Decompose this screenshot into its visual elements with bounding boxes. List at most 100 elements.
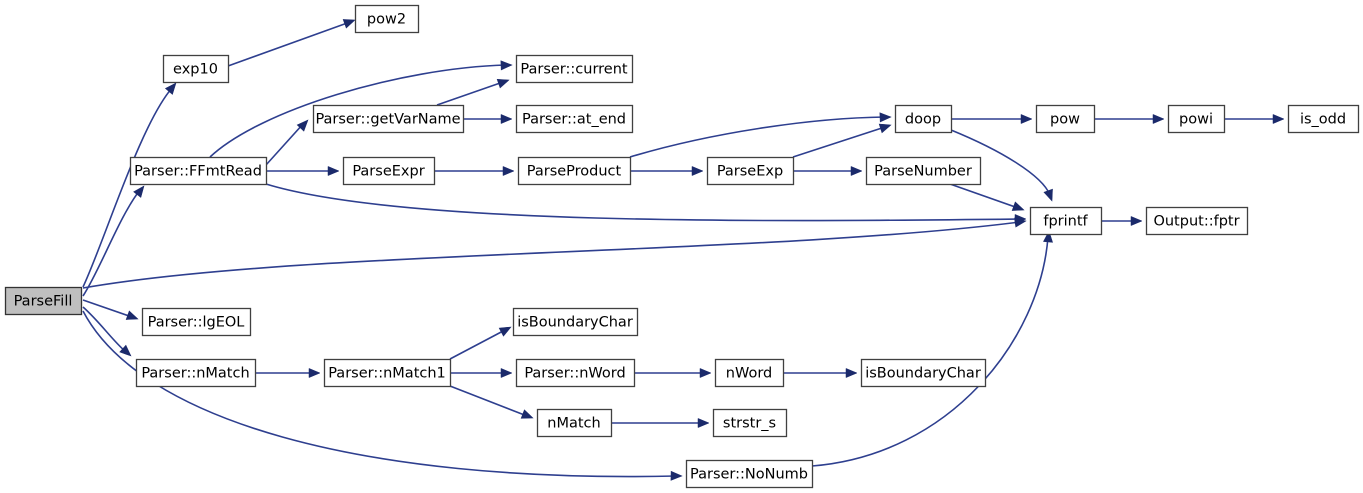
graph-node-FFmtRead[interactable]: Parser::FFmtRead [129, 156, 268, 186]
node-box[interactable] [323, 358, 452, 388]
graph-node-pow[interactable]: pow [1035, 104, 1096, 134]
graph-node-exp10[interactable]: exp10 [162, 54, 230, 84]
graph-node-ParseFill[interactable]: ParseFill [4, 286, 83, 316]
call-edge-FFmtRead-to-fprintf [265, 183, 1027, 224]
graph-node-nMatchP[interactable]: Parser::nMatch [135, 358, 257, 388]
arrowhead-icon [670, 470, 683, 481]
call-edge-powi-to-is_odd [1224, 114, 1285, 124]
node-label: Parser::NoNumb [690, 467, 808, 483]
node-label: strstr_s [723, 416, 776, 432]
call-edge-ParseFill-to-NoNumb [82, 310, 683, 481]
graph-node-nWord[interactable]: nWord [714, 358, 785, 388]
node-box[interactable] [4, 286, 83, 316]
node-box[interactable] [515, 358, 636, 388]
node-label: fprintf [1043, 214, 1088, 230]
node-box[interactable] [354, 4, 420, 34]
graph-node-is_odd[interactable]: is_odd [1287, 104, 1360, 134]
graph-node-fprintf[interactable]: fprintf [1029, 206, 1103, 236]
call-edge-ParseProduct-to-doop [629, 112, 892, 158]
node-box[interactable] [515, 104, 634, 134]
graph-node-isBoundaryChar1[interactable]: isBoundaryChar [512, 307, 639, 337]
arrowhead-icon [1011, 201, 1025, 211]
graph-node-ParseNumber[interactable]: ParseNumber [865, 156, 982, 186]
node-label: Parser::FFmtRead [134, 164, 262, 180]
node-box[interactable] [1287, 104, 1360, 134]
node-label: doop [905, 112, 941, 128]
arrowhead-icon [1043, 230, 1053, 243]
graph-node-nMatch1[interactable]: Parser::nMatch1 [323, 358, 452, 388]
call-edge-nMatch1-to-nMatch [449, 385, 534, 419]
node-box[interactable] [515, 54, 634, 84]
call-edge-ParseExpr-to-ParseProduct [434, 166, 515, 176]
node-label: Parser::nMatch [141, 366, 249, 382]
graph-node-powi[interactable]: powi [1167, 104, 1226, 134]
arrowhead-icon [691, 166, 704, 176]
call-edge-nWordP-to-nWord [634, 368, 712, 378]
arrowhead-icon [1014, 214, 1027, 224]
node-box[interactable] [865, 156, 982, 186]
call-edge-pow-to-powi [1094, 114, 1165, 124]
node-label: ParseNumber [874, 164, 972, 180]
call-edge-doop-to-fprintf [950, 129, 1053, 202]
node-box[interactable] [512, 307, 639, 337]
arrowhead-icon [879, 112, 892, 123]
call-edge-ParseNumber-to-fprintf [949, 183, 1025, 211]
call-edge-getVarName-to-current [436, 78, 510, 106]
node-box[interactable] [712, 408, 788, 438]
node-label: isBoundaryChar [865, 366, 981, 382]
graph-node-ParseExp[interactable]: ParseExp [706, 156, 795, 186]
node-box[interactable] [162, 54, 230, 84]
node-box[interactable] [1167, 104, 1226, 134]
graph-node-nMatch[interactable]: nMatch [536, 408, 613, 438]
graph-node-NoNumb[interactable]: Parser::NoNumb [685, 459, 814, 489]
arrowhead-icon [502, 166, 515, 176]
node-box[interactable] [1145, 206, 1249, 236]
graph-node-pow2[interactable]: pow2 [354, 4, 420, 34]
graph-node-at_end[interactable]: Parser::at_end [515, 104, 634, 134]
graph-node-ParseExpr[interactable]: ParseExpr [342, 156, 436, 186]
arrowhead-icon [1020, 114, 1033, 124]
node-box[interactable] [129, 156, 268, 186]
node-label: isBoundaryChar [517, 315, 633, 331]
node-box[interactable] [685, 459, 814, 489]
graph-node-OutputFptr[interactable]: Output::fptr [1145, 206, 1249, 236]
call-edge-ParseFill-to-nMatchP [82, 306, 132, 357]
node-label: exp10 [173, 62, 218, 78]
graph-node-isBoundaryChar2[interactable]: isBoundaryChar [860, 358, 987, 388]
arrowhead-icon [1043, 188, 1053, 202]
arrowhead-icon [1130, 216, 1143, 226]
node-box[interactable] [135, 358, 257, 388]
arrowhead-icon [125, 310, 139, 320]
graph-node-doop[interactable]: doop [894, 104, 953, 134]
node-box[interactable] [894, 104, 953, 134]
node-label: ParseExp [717, 164, 783, 180]
graph-node-lgEOL[interactable]: Parser::lgEOL [141, 307, 252, 337]
node-box[interactable] [517, 156, 632, 186]
node-box[interactable] [141, 307, 252, 337]
graph-node-nWordP[interactable]: Parser::nWord [515, 358, 636, 388]
graph-node-getVarName[interactable]: Parser::getVarName [312, 104, 465, 134]
node-label: Parser::getVarName [315, 112, 460, 128]
arrowhead-icon [342, 19, 356, 29]
arrowhead-icon [164, 82, 177, 95]
node-box[interactable] [1029, 206, 1103, 236]
graph-node-ParseProduct[interactable]: ParseProduct [517, 156, 632, 186]
node-label: Parser::nWord [524, 366, 625, 382]
node-box[interactable] [312, 104, 465, 134]
call-edge-ParseProduct-to-ParseExp [630, 166, 704, 176]
call-edge-ParseExp-to-doop [792, 123, 892, 158]
node-box[interactable] [1035, 104, 1096, 134]
arrowhead-icon [845, 368, 858, 378]
node-box[interactable] [714, 358, 785, 388]
node-label: Parser::lgEOL [148, 315, 245, 331]
call-edge-FFmtRead-to-current [209, 60, 513, 158]
node-box[interactable] [860, 358, 987, 388]
call-edge-ParseFill-to-FFmtRead [82, 185, 145, 297]
graph-node-strstr_s[interactable]: strstr_s [712, 408, 788, 438]
graph-node-current[interactable]: Parser::current [515, 54, 634, 84]
arrowhead-icon [327, 166, 340, 176]
node-box[interactable] [342, 156, 436, 186]
node-box[interactable] [706, 156, 795, 186]
node-box[interactable] [536, 408, 613, 438]
